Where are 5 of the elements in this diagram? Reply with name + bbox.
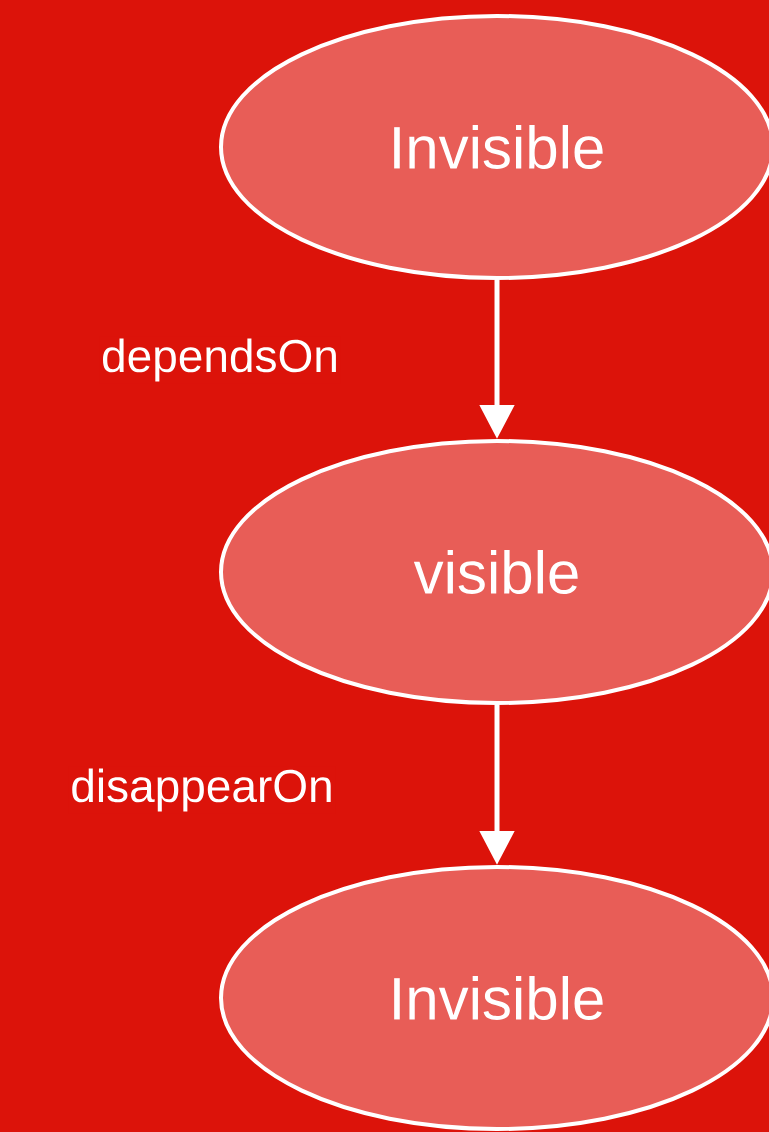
ellipse-node: visible — [219, 439, 769, 705]
edge-label: disappearOn — [68, 766, 336, 814]
ellipse-node: Invisible — [219, 865, 769, 1131]
edge-label: dependsOn — [99, 336, 341, 384]
ellipse-node: Invisible — [219, 14, 769, 280]
